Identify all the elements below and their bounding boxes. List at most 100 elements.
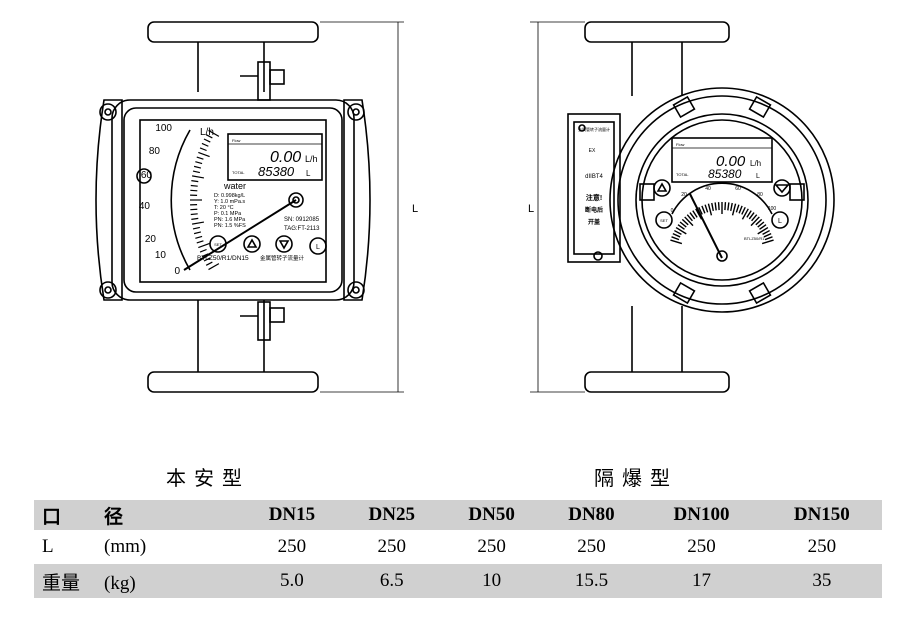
size-cell: DN80 bbox=[541, 500, 642, 530]
value-cell: 250 bbox=[577, 536, 606, 557]
scale-tick bbox=[692, 210, 698, 218]
scale-tick bbox=[757, 226, 769, 235]
size-cell: DN100 bbox=[641, 500, 762, 530]
front-lcd-flow: 0.00 bbox=[270, 149, 301, 166]
scale-tick bbox=[735, 204, 740, 213]
side-lcd-total: 85380 bbox=[708, 167, 742, 181]
front-scale-label: 10 bbox=[155, 250, 167, 261]
front-lcd-flow-unit: L/h bbox=[305, 154, 318, 164]
scale-tick bbox=[731, 203, 737, 216]
scale-tick bbox=[191, 175, 205, 179]
scale-tick bbox=[738, 205, 743, 214]
front-params: D: 0.998kg/L Y: 1.0 mPa.s T: 20 °C P: 0.… bbox=[214, 193, 246, 229]
front-view bbox=[95, 21, 371, 393]
scale-tick bbox=[205, 261, 213, 266]
scale-tick bbox=[679, 221, 687, 228]
caption-explosion-proof: 隔爆型 bbox=[594, 466, 678, 490]
scale-tick bbox=[201, 253, 209, 258]
front-scale-label: 40 bbox=[139, 201, 151, 212]
svg-text:D: 0.998kg/L: D: 0.998kg/L bbox=[214, 193, 245, 199]
scale-tick bbox=[671, 236, 680, 241]
scale-tick bbox=[751, 214, 758, 222]
scale-tick bbox=[675, 226, 687, 235]
side-view bbox=[567, 21, 835, 393]
side-scale-label: 60 bbox=[735, 186, 741, 192]
front-scale-unit: L/h bbox=[200, 127, 214, 138]
side-btn-set: SET bbox=[660, 218, 668, 223]
scale-tick bbox=[750, 216, 760, 227]
scale-tick bbox=[741, 208, 749, 220]
front-scale-label: 20 bbox=[145, 234, 157, 245]
side-scale-label: 0 bbox=[671, 208, 674, 214]
scale-tick bbox=[198, 151, 210, 158]
scale-tick bbox=[748, 212, 755, 220]
side-scale-label: 20 bbox=[681, 192, 687, 198]
front-scale-label: 60 bbox=[141, 170, 153, 181]
front-tag: TAG:FT-2113 bbox=[284, 226, 320, 232]
scale-tick bbox=[191, 217, 199, 220]
scale-tick bbox=[684, 216, 694, 227]
scale-tick bbox=[695, 208, 703, 220]
front-lcd-total: 85380 bbox=[258, 164, 295, 179]
scale-tick bbox=[701, 205, 706, 214]
spec-table: 口径 DN15 DN25 DN50 DN80 DN100 DN150 L(mm)… bbox=[34, 500, 882, 598]
spec-row-length: L(mm) 250 250 250 250 250 250 bbox=[34, 530, 882, 564]
svg-text:Y: 1.0 mPa.s: Y: 1.0 mPa.s bbox=[214, 199, 245, 205]
value-cell: 6.5 bbox=[341, 564, 442, 598]
plate-mark: dIIBT4 bbox=[585, 174, 603, 180]
scale-tick bbox=[746, 210, 752, 218]
scale-tick bbox=[762, 229, 770, 235]
scale-tick bbox=[203, 257, 211, 262]
front-serial: SN: 0912085 bbox=[284, 217, 320, 223]
scale-tick bbox=[704, 204, 709, 213]
scale-tick bbox=[195, 235, 203, 239]
front-lcd-total-tag: TOTAL bbox=[232, 170, 245, 175]
scale-tick bbox=[193, 165, 202, 169]
svg-text:P: 0.1 MPa: P: 0.1 MPa bbox=[214, 211, 242, 217]
value-cell: 250 bbox=[477, 536, 506, 557]
size-cell: DN150 bbox=[761, 500, 882, 530]
scale-tick bbox=[208, 129, 220, 137]
flowmeter-drawing: L/h 100 80 60 40 20 10 0 Flow 0.00 L/h T… bbox=[95, 21, 835, 393]
side-scale-label: 100 bbox=[768, 206, 777, 212]
scale-tick bbox=[198, 242, 210, 249]
spec-row-weight: 重量(kg) 5.0 6.5 10 15.5 17 35 bbox=[34, 564, 882, 598]
row-label: L(mm) bbox=[42, 536, 147, 557]
dimension-label-right: L bbox=[528, 203, 534, 215]
value-cell: 5.0 bbox=[242, 564, 342, 598]
side-model: BTLZ50/R1 bbox=[744, 236, 765, 241]
front-lcd-total-unit: L bbox=[306, 169, 311, 178]
scale-tick bbox=[741, 206, 746, 215]
front-scale-label: 100 bbox=[155, 123, 172, 134]
scale-tick bbox=[681, 218, 689, 226]
scale-tick bbox=[191, 180, 199, 183]
front-btn-set: SET bbox=[214, 242, 222, 247]
front-scale-label: 80 bbox=[149, 146, 161, 157]
scale-tick bbox=[711, 202, 714, 211]
front-btn-left: L bbox=[316, 244, 320, 251]
scale-tick bbox=[763, 232, 772, 238]
value-cell: 15.5 bbox=[541, 564, 642, 598]
scale-tick bbox=[717, 202, 720, 211]
scale-tick bbox=[201, 142, 209, 147]
scale-tick bbox=[190, 213, 198, 216]
scale-tick bbox=[672, 232, 681, 238]
front-scale-label: 0 bbox=[174, 266, 180, 277]
scale-tick bbox=[191, 221, 205, 225]
scale-tick bbox=[764, 236, 773, 241]
scale-tick bbox=[196, 156, 204, 160]
scale-tick bbox=[190, 184, 198, 187]
front-medium: water bbox=[223, 181, 246, 191]
value-cell: 10 bbox=[441, 564, 542, 598]
dimension-label-left: L bbox=[412, 203, 418, 215]
svg-text:PN: 1.5 %FS: PN: 1.5 %FS bbox=[214, 223, 246, 229]
scale-tick bbox=[192, 226, 200, 230]
plate-title: 金属管转子流量计 bbox=[578, 126, 610, 132]
plate-cert: EX bbox=[589, 148, 596, 154]
front-model: BTLZ50/R1/DN15 bbox=[197, 255, 249, 262]
svg-text:T: 20 °C: T: 20 °C bbox=[214, 205, 234, 211]
front-maker: 金属管转子流量计 bbox=[260, 254, 305, 262]
scale-tick bbox=[199, 248, 207, 253]
scale-tick bbox=[714, 202, 717, 211]
value-cell: 35 bbox=[761, 564, 882, 598]
